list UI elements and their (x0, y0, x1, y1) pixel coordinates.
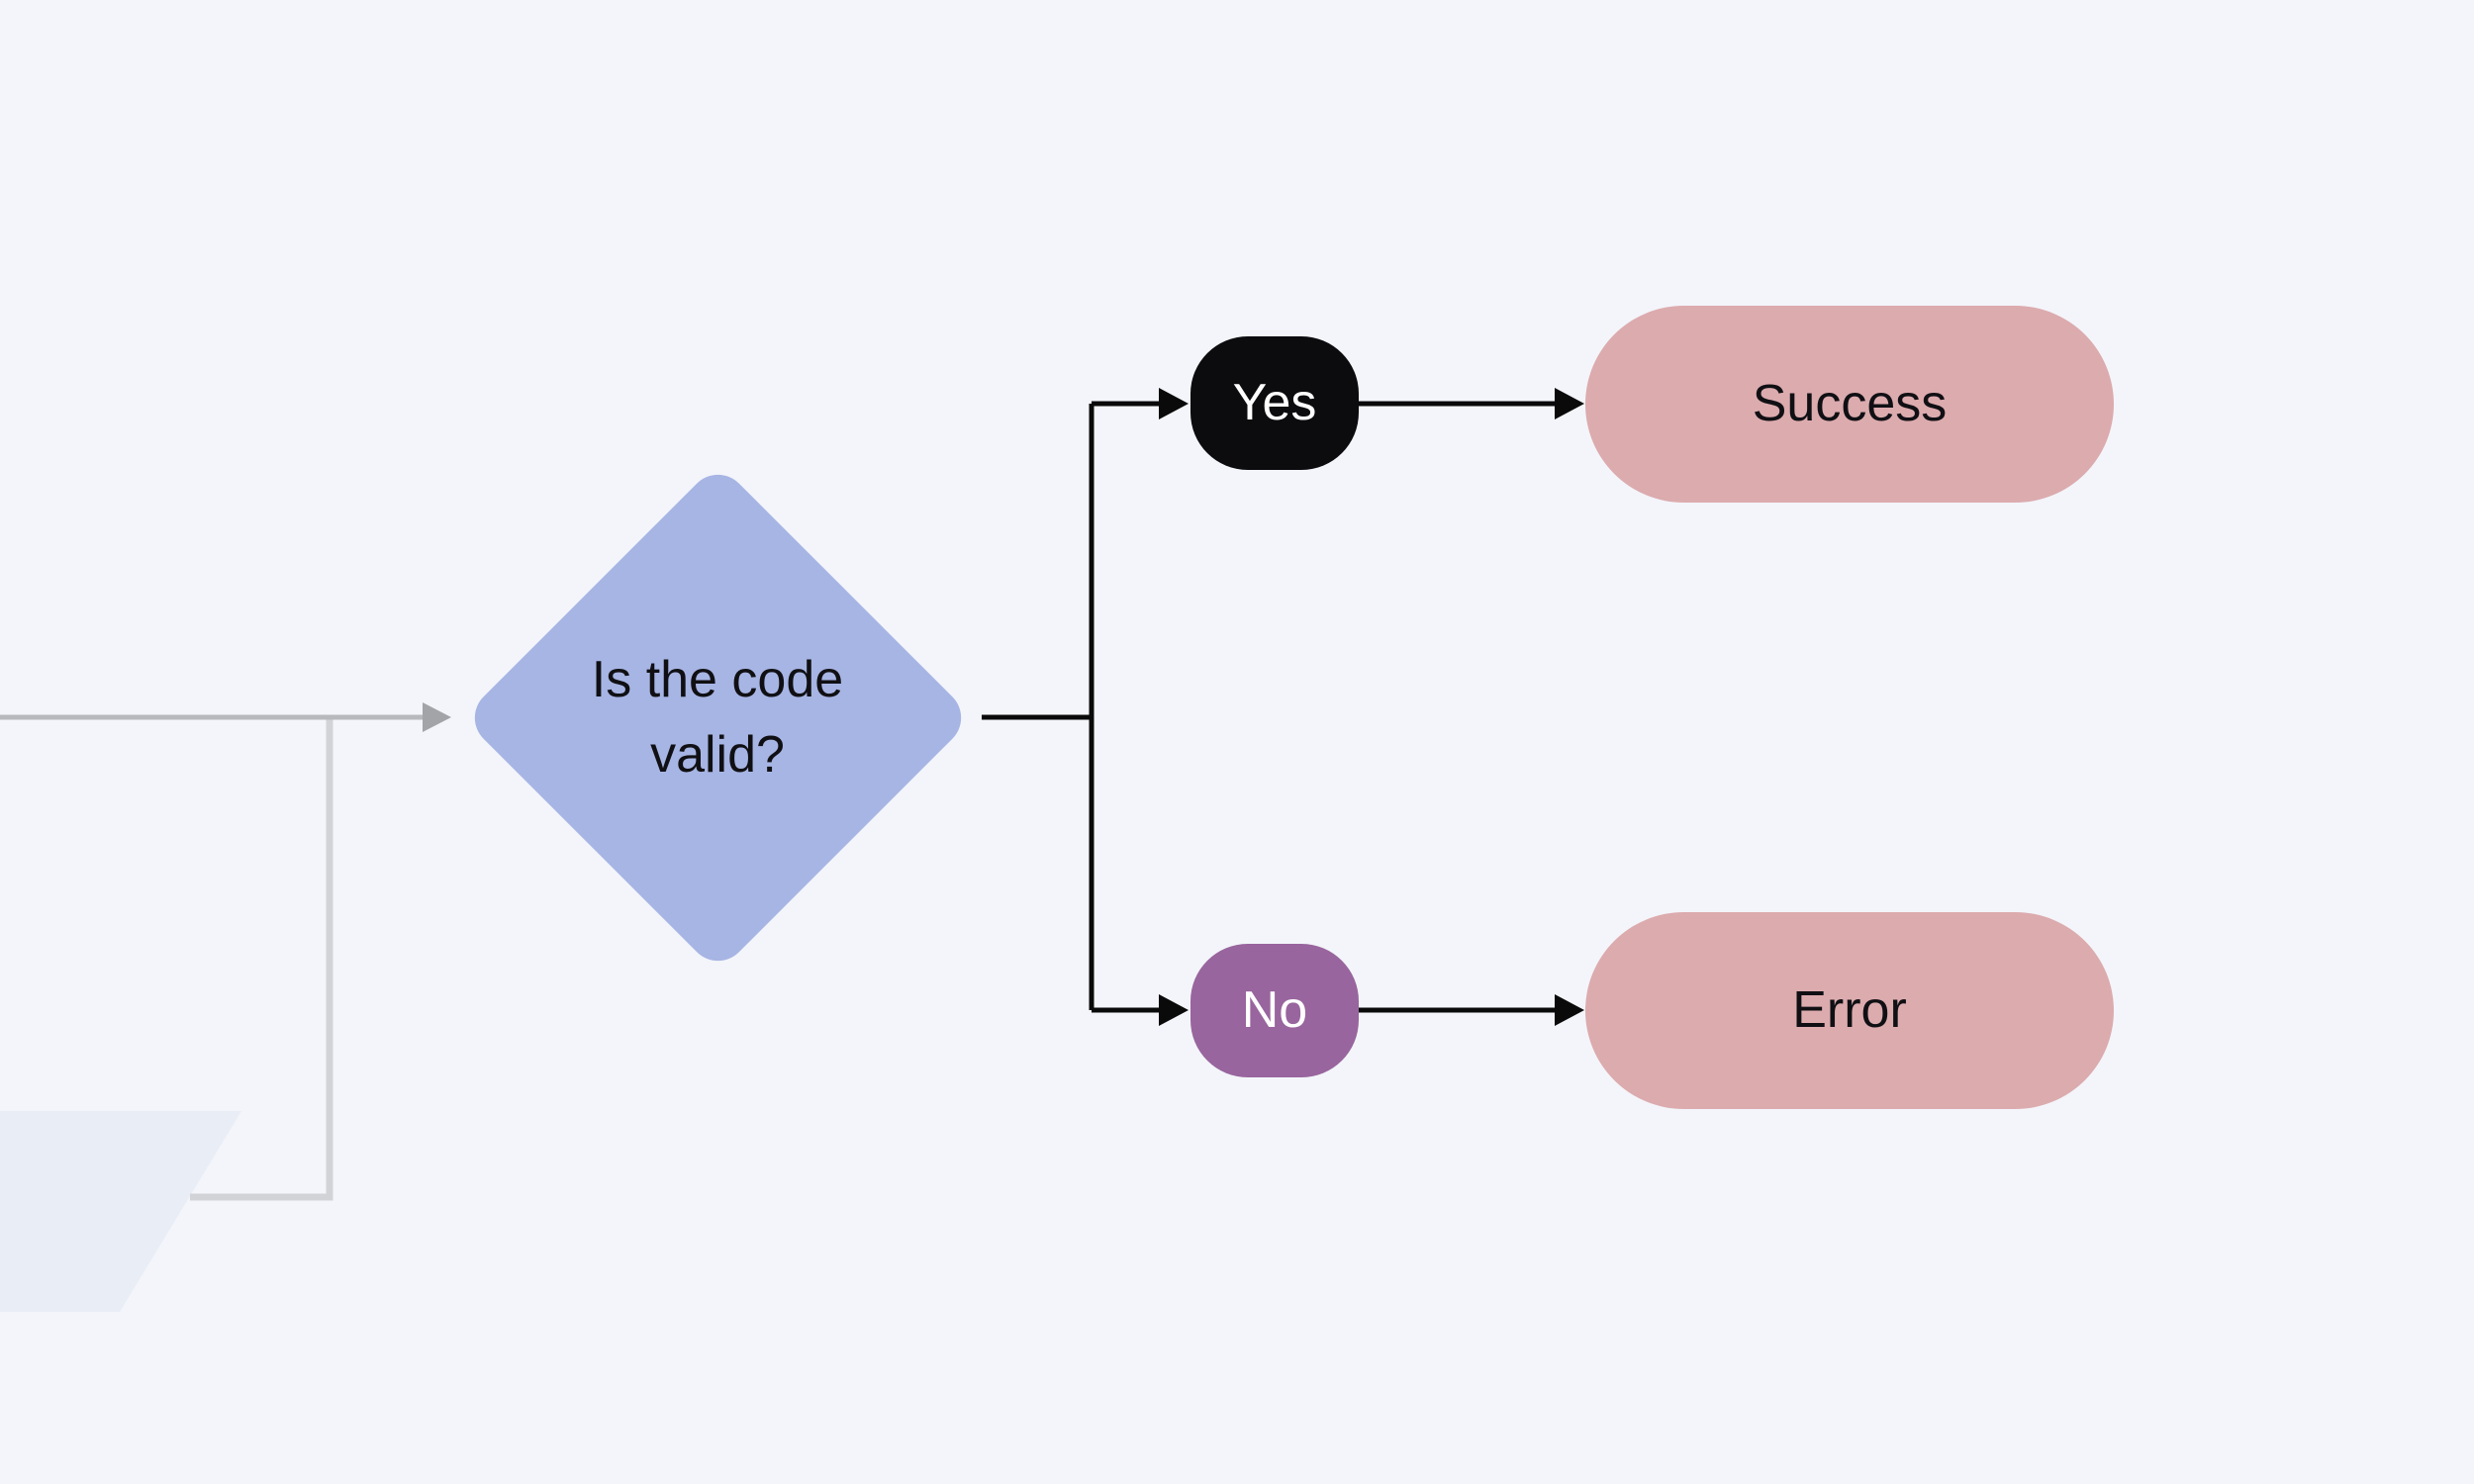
gray-arrowhead (423, 702, 451, 732)
yes-node[interactable]: Yes (1190, 336, 1359, 470)
decision-node[interactable]: Is the code valid? (461, 461, 974, 974)
black-arrowhead (1555, 388, 1584, 419)
no-node-label: No (1241, 981, 1308, 1040)
black-arrowhead (1159, 994, 1189, 1026)
connector-branch-to-no[interactable] (1092, 994, 1189, 1026)
connector-loop-from-parallelogram[interactable] (190, 717, 333, 1201)
connector-branch-to-yes[interactable] (1092, 388, 1189, 419)
error-node[interactable]: Error (1585, 912, 2114, 1109)
success-node-label: Success (1752, 375, 1948, 433)
connector-no-to-error[interactable] (1359, 994, 1584, 1026)
yes-node-label: Yes (1232, 374, 1317, 432)
success-node[interactable]: Success (1585, 306, 2114, 503)
black-arrowhead (1159, 388, 1189, 419)
diamond-shape (461, 461, 974, 974)
error-node-label: Error (1792, 981, 1907, 1040)
black-arrowhead (1555, 994, 1584, 1026)
no-node[interactable]: No (1190, 944, 1359, 1077)
offscreen-parallelogram-node[interactable] (0, 1111, 241, 1312)
connector-incoming-left[interactable] (0, 702, 451, 732)
connector-yes-to-success[interactable] (1359, 388, 1584, 419)
